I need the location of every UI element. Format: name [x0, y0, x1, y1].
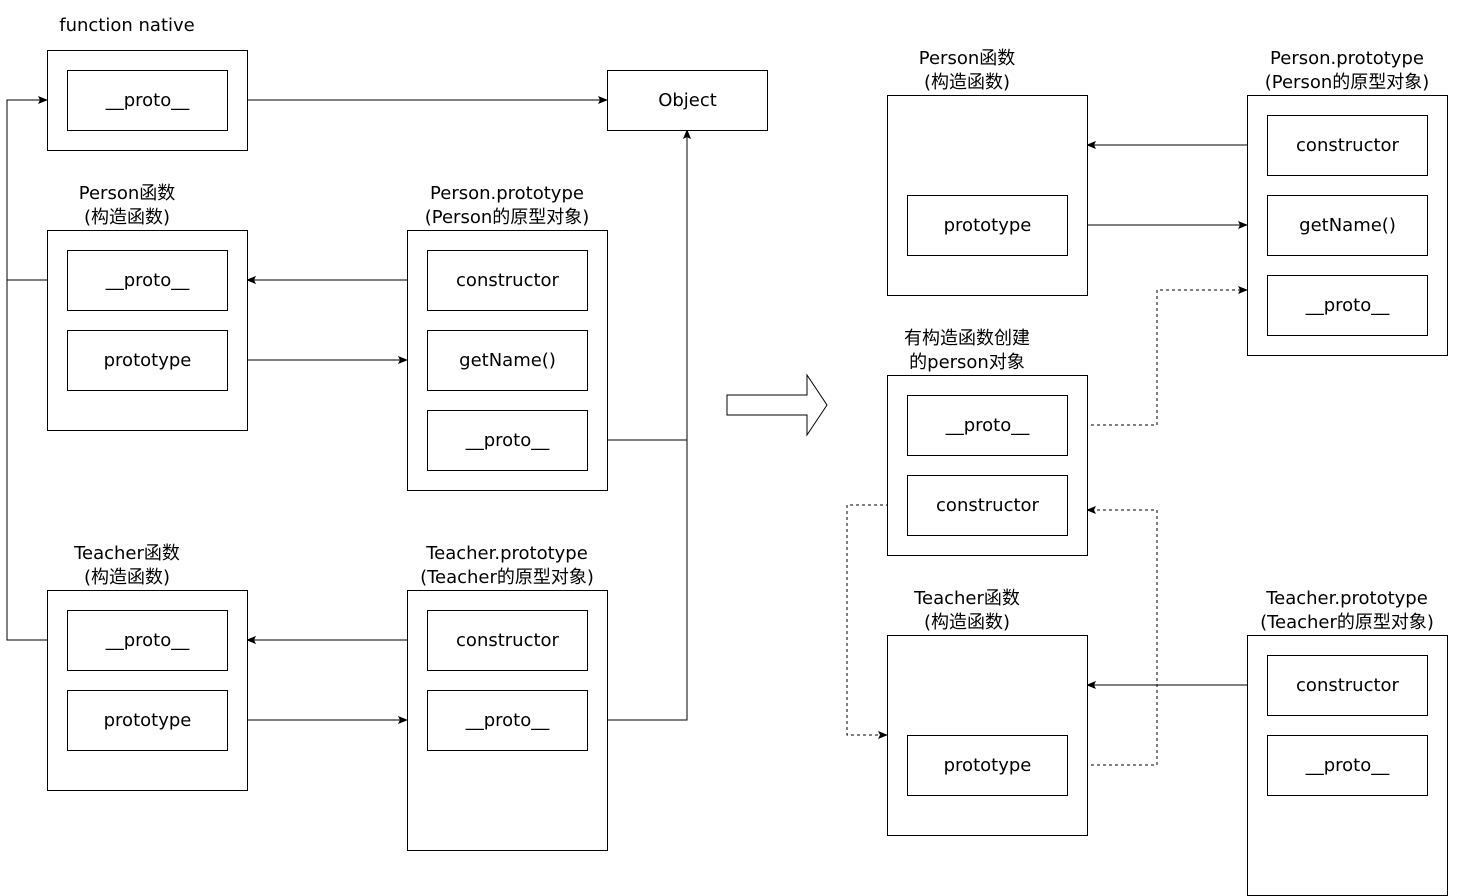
r-person-obj-proto: __proto__: [907, 395, 1068, 456]
r-person-obj-title: 有构造函数创建 的person对象: [877, 327, 1057, 375]
r-person-obj-name: 有构造函数创建: [904, 328, 1030, 349]
person-proto-subtitle: (Person的原型对象): [424, 207, 590, 228]
r-person-proto-title: Person.prototype (Person的原型对象): [1237, 47, 1457, 95]
person-fn-subtitle: (构造函数): [83, 207, 171, 228]
person-proto-title: Person.prototype (Person的原型对象): [407, 182, 607, 230]
transform-arrow: [726, 373, 828, 437]
r-person-fn-title: Person函数 (构造函数): [887, 47, 1047, 95]
r-teacher-proto-name: Teacher.prototype: [1266, 588, 1428, 609]
r-teacher-proto-title: Teacher.prototype (Teacher的原型对象): [1237, 587, 1457, 635]
person-proto-name: Person.prototype: [430, 183, 584, 204]
function-native-title: function native: [59, 15, 195, 36]
teacher-proto-title: Teacher.prototype (Teacher的原型对象): [407, 542, 607, 590]
r-person-proto-name: Person.prototype: [1270, 48, 1424, 69]
person-proto-getname: getName(): [427, 330, 588, 391]
edge-r-teacher-prototype-to-person-obj: [1067, 506, 1158, 766]
object-box: Object: [607, 70, 768, 131]
r-teacher-proto-proto: __proto__: [1267, 735, 1428, 796]
r-person-fn-name: Person函数: [918, 48, 1016, 69]
person-fn-title: Person函数 (构造函数): [47, 182, 207, 230]
r-person-proto-constructor: constructor: [1267, 115, 1428, 176]
teacher-fn-name: Teacher函数: [74, 543, 180, 564]
person-proto-constructor: constructor: [427, 250, 588, 311]
person-fn-prototype: prototype: [67, 330, 228, 391]
r-person-obj-constructor: constructor: [907, 475, 1068, 536]
edge-person-fn-proto-to-fn-native: [6, 96, 67, 281]
teacher-fn-subtitle: (构造函数): [83, 567, 171, 588]
person-fn-name: Person函数: [78, 183, 176, 204]
r-teacher-fn-subtitle: (构造函数): [923, 612, 1011, 633]
edge-r-person-obj-proto-to-person-proto: [1067, 286, 1248, 426]
r-teacher-fn-prototype: prototype: [907, 735, 1068, 796]
teacher-proto-name: Teacher.prototype: [426, 543, 588, 564]
r-person-proto-proto: __proto__: [1267, 275, 1428, 336]
edge-teacher-proto-proto-to-object: [587, 440, 688, 721]
person-proto-proto: __proto__: [427, 410, 588, 471]
r-teacher-proto-subtitle: (Teacher的原型对象): [1260, 612, 1434, 633]
teacher-fn-prototype: prototype: [67, 690, 228, 751]
function-native-proto: __proto__: [67, 70, 228, 131]
r-person-proto-subtitle: (Person的原型对象): [1264, 72, 1430, 93]
r-person-obj-subtitle: 的person对象: [909, 352, 1025, 373]
r-person-fn-subtitle: (构造函数): [923, 72, 1011, 93]
teacher-proto-constructor: constructor: [427, 610, 588, 671]
r-teacher-fn-title: Teacher函数 (构造函数): [887, 587, 1047, 635]
teacher-proto-proto: __proto__: [427, 690, 588, 751]
r-person-fn-prototype: prototype: [907, 195, 1068, 256]
edge-r-person-obj-constructor-to-teacher-fn: [846, 504, 907, 739]
r-teacher-proto-constructor: constructor: [1267, 655, 1428, 716]
teacher-fn-proto: __proto__: [67, 610, 228, 671]
r-person-proto-getname: getName(): [1267, 195, 1428, 256]
teacher-fn-title: Teacher函数 (构造函数): [47, 542, 207, 590]
teacher-proto-subtitle: (Teacher的原型对象): [420, 567, 594, 588]
person-fn-proto: __proto__: [67, 250, 228, 311]
r-teacher-fn-name: Teacher函数: [914, 588, 1020, 609]
